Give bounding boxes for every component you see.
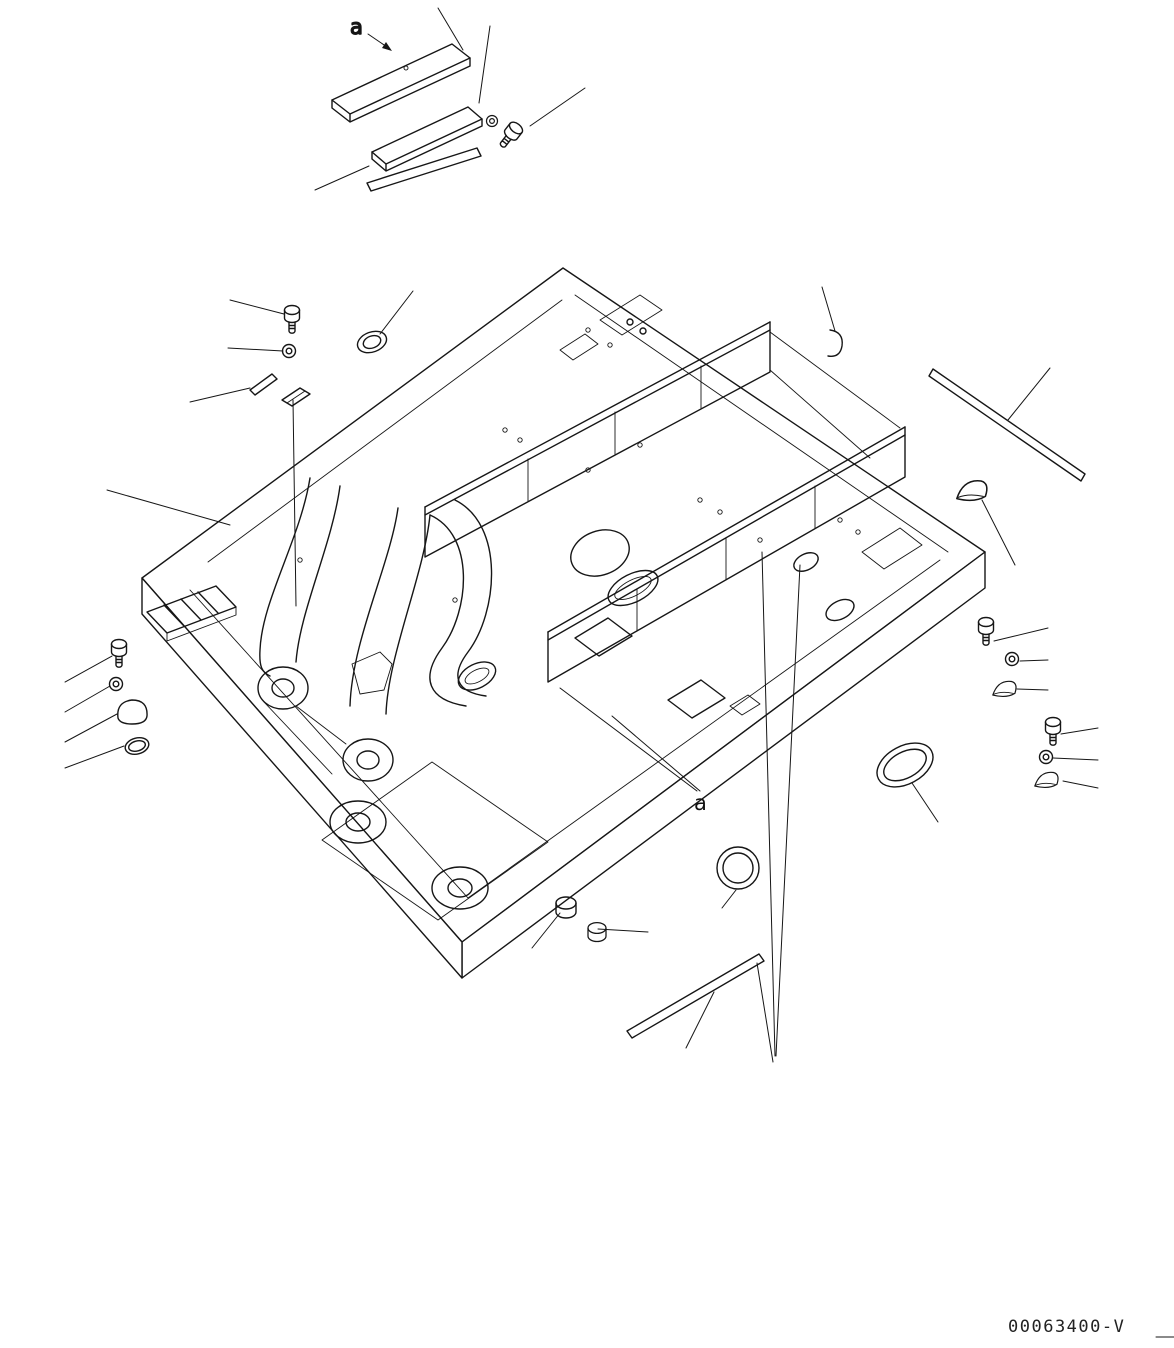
rear-fittings bbox=[559, 294, 843, 361]
cross-member bbox=[769, 331, 901, 429]
revolving-frame-drawing bbox=[141, 267, 986, 979]
cross-member bbox=[769, 369, 871, 459]
frame-left-wall bbox=[141, 577, 463, 979]
washer-part bbox=[1004, 651, 1020, 667]
pin-part bbox=[249, 373, 278, 396]
deck-seam bbox=[189, 559, 941, 899]
leader-line bbox=[437, 7, 464, 51]
step-tread bbox=[146, 585, 237, 642]
cap-part bbox=[117, 699, 148, 725]
round-cover-part bbox=[716, 846, 760, 890]
bolt-part bbox=[110, 638, 128, 668]
deck-seam bbox=[574, 294, 949, 553]
oval-cover-part bbox=[876, 742, 934, 788]
trim-strip-part bbox=[928, 368, 1086, 482]
front-deck bbox=[321, 761, 549, 921]
left-parts bbox=[108, 304, 311, 756]
washer-part bbox=[1038, 749, 1054, 765]
bolt-part bbox=[283, 304, 301, 334]
wedge-cap-part bbox=[992, 680, 1017, 698]
clamp-plate-part bbox=[281, 387, 311, 407]
bolt-part bbox=[977, 616, 995, 646]
trim-strip-part bbox=[626, 953, 765, 1039]
plug-part bbox=[587, 921, 607, 943]
bolt-holes bbox=[297, 327, 861, 603]
callout-a-top: a bbox=[350, 15, 363, 39]
washer-part bbox=[108, 676, 124, 692]
clip-hook-part bbox=[827, 329, 843, 357]
wedge-cap-part bbox=[1034, 771, 1059, 789]
cover-plate-upper bbox=[331, 43, 471, 123]
callout-a-bottom: a bbox=[694, 791, 707, 815]
washer-part bbox=[281, 343, 297, 359]
bolt-part bbox=[1044, 716, 1062, 746]
cover-strip bbox=[366, 147, 482, 192]
right-parts bbox=[876, 368, 1086, 789]
bottom-parts bbox=[555, 846, 765, 1039]
wedge-cap-part bbox=[956, 480, 988, 502]
bolt-part bbox=[495, 119, 526, 152]
deck-openings bbox=[356, 330, 923, 719]
boom-bracket bbox=[257, 477, 493, 782]
washer-part bbox=[485, 114, 499, 128]
exploded-cover-detail: a bbox=[314, 7, 586, 192]
drawing-number: 00063400-V bbox=[1008, 1317, 1125, 1337]
leader-line bbox=[314, 165, 370, 191]
callout-a-top-arrow bbox=[367, 33, 392, 51]
deck-seam bbox=[207, 299, 563, 563]
seal-ring-part bbox=[124, 736, 150, 756]
leader-line bbox=[478, 25, 491, 104]
leader-line bbox=[529, 87, 586, 127]
callout-lines bbox=[64, 286, 1099, 1063]
cover-plate-lower bbox=[371, 106, 483, 172]
